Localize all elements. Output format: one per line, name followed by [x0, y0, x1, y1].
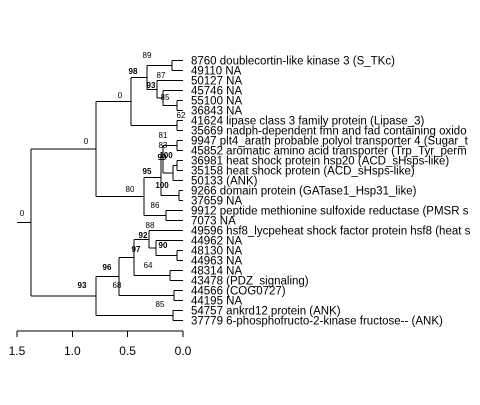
distance-axis: 1.5 1.0 0.5 0.0	[9, 330, 192, 358]
leaf-label: 44566 (COG0727)	[191, 286, 286, 298]
leaf-label: 49110 NA	[191, 66, 242, 78]
bootstrap-value: 0	[84, 137, 89, 146]
leaf-label: 55100 NA	[191, 96, 242, 108]
axis-tick-label: 1.5	[9, 344, 26, 358]
leaf-label: 50133 (ANK)	[191, 176, 258, 188]
bootstrap-value: 85	[161, 93, 170, 102]
bootstrap-value: 100	[155, 181, 169, 190]
leaf-label: 50127 NA	[191, 76, 242, 88]
bootstrap-value: 87	[157, 71, 166, 80]
leaf-label: 36843 NA	[191, 106, 242, 118]
leaf-label: 41624 lipase class 3 family protein (Lip…	[191, 116, 424, 128]
leaf-label: 54757 ankrd12 protein (ANK)	[191, 306, 341, 318]
bootstrap-value: 93	[78, 281, 87, 290]
bootstrap-value: 92	[139, 231, 148, 240]
leaf-label: 48314 NA	[191, 266, 242, 278]
bootstrap-value: 86	[151, 201, 160, 210]
bootstrap-value: 68	[113, 281, 122, 290]
bootstrap-value: 89	[143, 51, 152, 60]
bootstrap-value: 85	[156, 300, 165, 309]
bootstrap-value: 95	[143, 167, 152, 176]
bootstrap-value: 81	[159, 131, 168, 140]
leaf-label: 44962 NA	[191, 236, 242, 248]
bootstrap-value: 98	[129, 67, 138, 76]
axis-tick-label: 0.0	[175, 344, 192, 358]
bootstrap-value: 64	[144, 261, 153, 270]
bootstrap-value: 97	[132, 245, 141, 254]
leaf-label: 48130 NA	[191, 246, 242, 258]
leaf-label: 44963 NA	[191, 256, 242, 268]
bootstrap-value: 93	[147, 81, 156, 90]
leaf-label: 9912 peptide methionine sulfoxide reduct…	[191, 206, 469, 218]
leaf-label: 43478 (PDZ_signaling)	[191, 276, 309, 288]
axis-tick-label: 0.5	[119, 344, 136, 358]
axis-tick-label: 1.0	[64, 344, 81, 358]
leaf-label: 8760 doublecortin-like kinase 3 (S_TKc)	[191, 56, 395, 68]
leaf-label: 37779 6-phosphofructo-2-kinase fructose-…	[191, 316, 443, 328]
leaf-label: 35158 heat shock protein (ACD_sHsps-like…	[191, 166, 415, 178]
leaf-label: 37659 NA	[191, 196, 242, 208]
bootstrap-value: 99	[158, 153, 167, 162]
leaf-label: 45852 aromatic amino acid transporter (T…	[191, 146, 467, 158]
leaf-labels: 8760 doublecortin-like kinase 3 (S_TKc)4…	[191, 56, 471, 328]
leaf-label: 9266 domain protein (GATase1_Hsp31_like)	[191, 186, 417, 198]
bootstrap-value: 0	[118, 91, 123, 100]
leaf-label: 49596 hsf8_lycpeheat shock factor protei…	[191, 226, 471, 238]
leaf-label: 9947 plt4_arath probable polyol transpor…	[191, 136, 469, 148]
leaf-label: 45746 NA	[191, 86, 242, 98]
leaf-label: 35669 nadph-dependent fmn and fad contai…	[191, 126, 467, 138]
bootstrap-value: 83	[159, 141, 168, 150]
bootstrap-value: 80	[126, 185, 135, 194]
bootstrap-value: 0	[20, 209, 25, 218]
bootstrap-value: 90	[159, 241, 168, 250]
bootstrap-value: 88	[146, 221, 155, 230]
bootstrap-value: 62	[177, 111, 186, 120]
tree-edges	[17, 60, 183, 321]
leaf-label: 36981 heat shock protein hsp20 (ACD_sHsp…	[191, 156, 449, 168]
bootstrap-value: 96	[103, 263, 112, 272]
leaf-label: 7073 NA	[191, 216, 236, 228]
bootstrap-value: 100	[159, 151, 173, 160]
leaf-label: 44195 NA	[191, 296, 242, 308]
